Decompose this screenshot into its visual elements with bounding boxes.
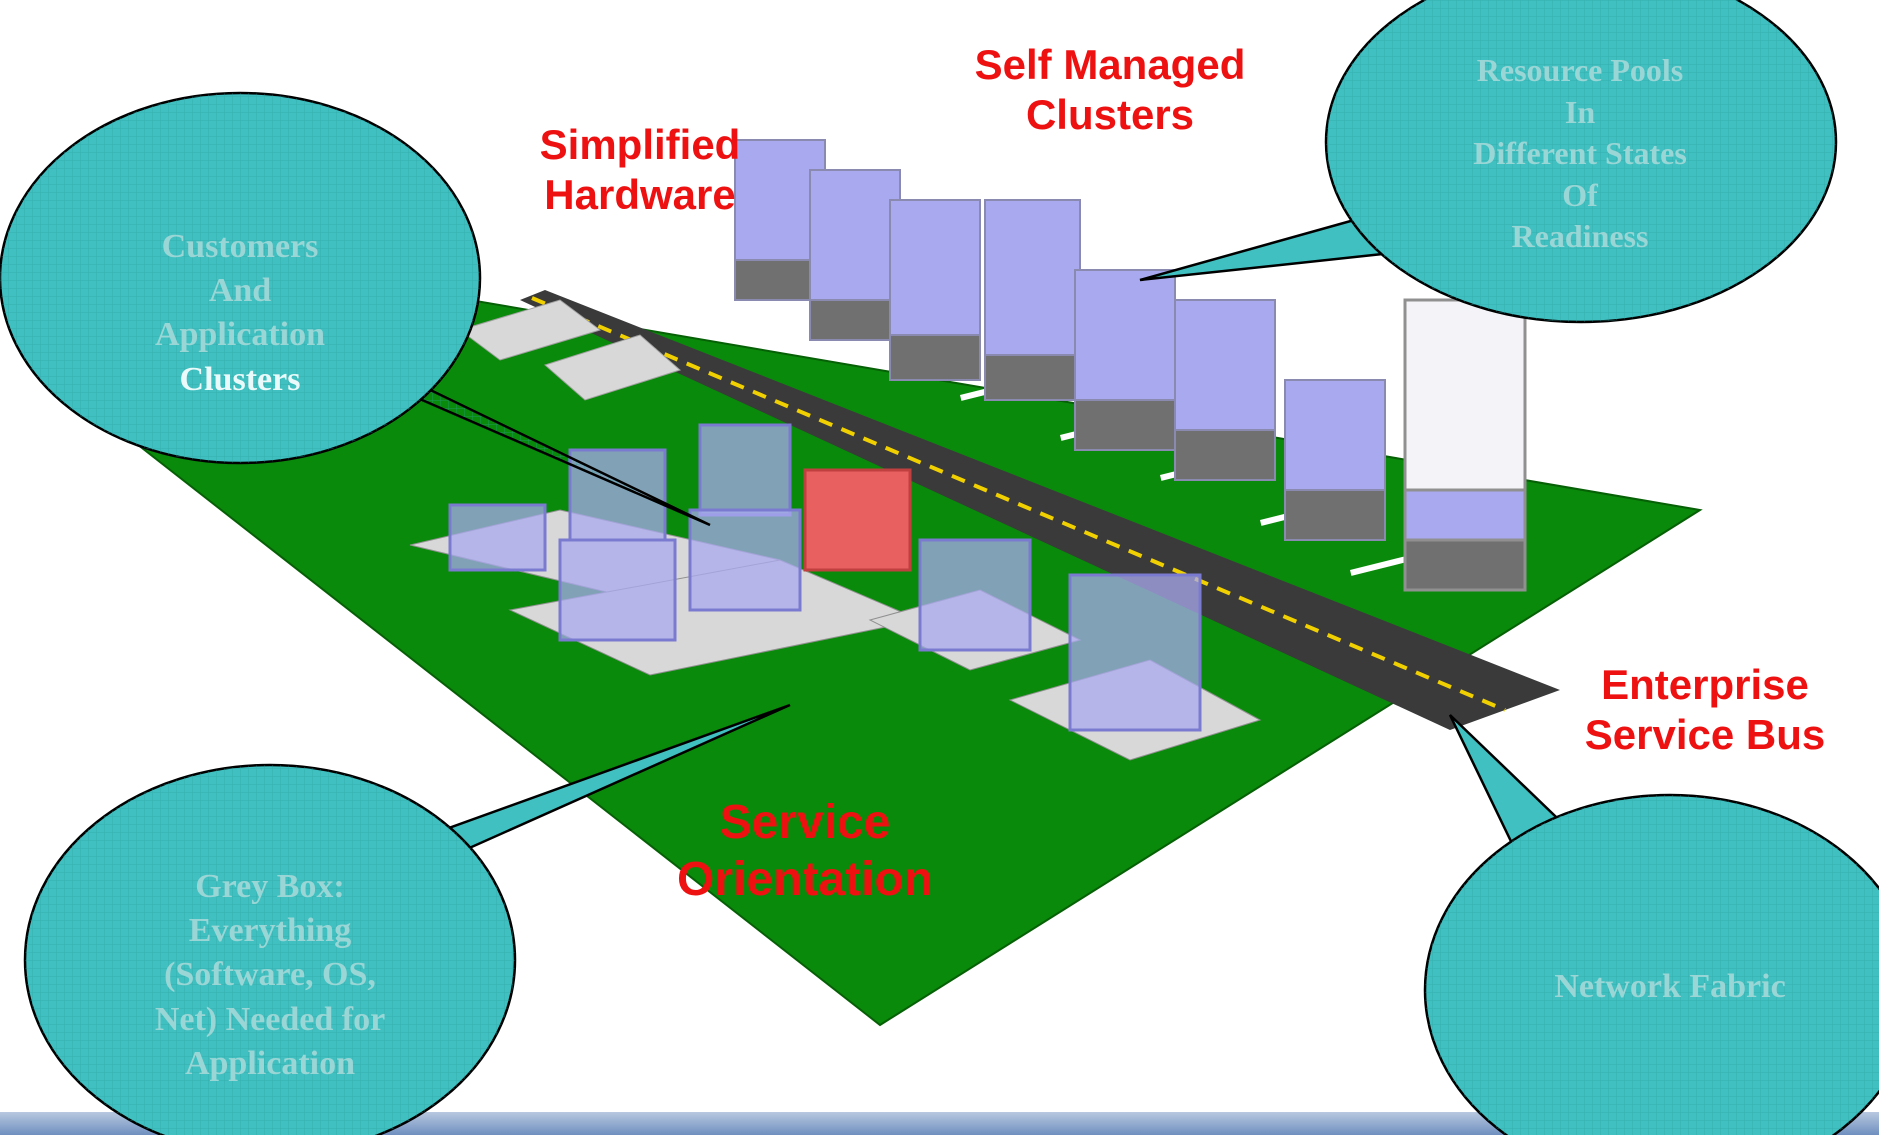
- label-line: Service Bus: [1584, 710, 1826, 758]
- bubble-text-customers: Customers And Application Clusters: [80, 225, 400, 402]
- bubble-line: Of: [1562, 176, 1598, 213]
- label-self-managed-clusters: Self Managed Clusters: [940, 40, 1280, 139]
- label-line: Enterprise: [1601, 661, 1809, 708]
- red-cube: [803, 468, 912, 572]
- bubble-text-network-fabric: Network Fabric: [1490, 965, 1850, 1009]
- bubble-line: And: [208, 272, 272, 310]
- server-tower: [809, 169, 901, 341]
- bubble-resource-pools: [1139, 0, 1838, 324]
- label-line: Service: [719, 796, 891, 849]
- bubble-line: Application: [154, 316, 326, 354]
- server-tower: [1074, 269, 1176, 451]
- walkway: [458, 299, 602, 361]
- bubble-line: Customers: [161, 228, 319, 265]
- bubble-grey-box: [23, 703, 791, 1135]
- road: [520, 290, 1560, 730]
- server-tower: [984, 199, 1081, 401]
- road-marking: [531, 296, 1506, 712]
- bubble-line: Everything: [188, 912, 352, 950]
- bubble-text-grey-box: Grey Box: Everything (Software, OS, Net)…: [100, 865, 440, 1086]
- bubble-text-resource-pools: Resource Pools In Different States Of Re…: [1410, 50, 1750, 258]
- bubble-line: Different States: [1473, 135, 1687, 172]
- label-line: Orientation: [676, 852, 933, 906]
- bubble-line: In: [1564, 93, 1596, 130]
- bubble-line: Clusters: [179, 360, 301, 398]
- walkway: [544, 334, 681, 401]
- label-line: Clusters: [1025, 90, 1195, 138]
- bubble-line: Readiness: [1511, 218, 1649, 255]
- bubble-line: Application: [184, 1044, 356, 1082]
- bubble-line: Network Fabric: [1554, 968, 1786, 1005]
- server-tower: [1284, 379, 1386, 541]
- bubble-line: Net) Needed for: [154, 1000, 386, 1038]
- label-line: Simplified: [539, 121, 741, 168]
- bottom-band: [0, 1112, 1879, 1135]
- bubble-line: Resource Pools: [1476, 52, 1684, 88]
- bubble-line: (Software, OS,: [164, 956, 376, 994]
- bubble-customers: [0, 91, 711, 527]
- label-line: Hardware: [544, 170, 736, 218]
- server-tower: [889, 199, 981, 381]
- bubble-network-fabric: [1423, 714, 1879, 1135]
- label-enterprise-service-bus: Enterprise Service Bus: [1545, 660, 1865, 759]
- bubble-line: Grey Box:: [195, 868, 345, 905]
- server-tower-empty: [1403, 298, 1527, 592]
- label-simplified-hardware: Simplified Hardware: [500, 120, 780, 219]
- app-cube: [448, 423, 1202, 732]
- label-service-orientation: Service Orientation: [640, 795, 970, 908]
- label-line: Self Managed: [974, 41, 1246, 88]
- server-tower: [1174, 299, 1276, 481]
